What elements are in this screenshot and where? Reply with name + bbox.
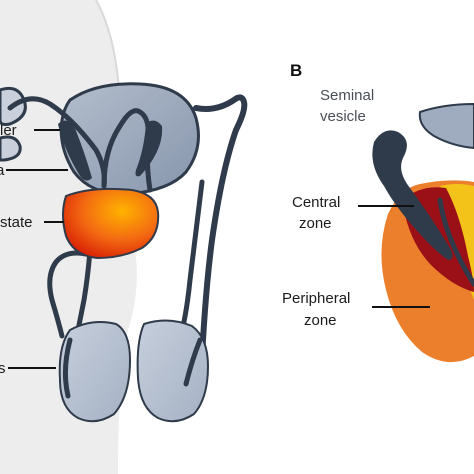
- urethra-b: [437, 197, 474, 287]
- prostate-label: state: [0, 214, 33, 231]
- testes-label: s: [0, 360, 6, 377]
- peripheral-zone-label-line2: zone: [304, 312, 337, 329]
- testis-left: [58, 321, 132, 423]
- seminal-vesicle: [372, 130, 453, 260]
- urethra-label: a: [0, 162, 5, 179]
- left-edge-organ-lower: [0, 135, 22, 162]
- epididymis-left: [62, 337, 73, 399]
- seminal-vesicle-label-line1: Seminal: [320, 87, 374, 104]
- bladder-label: ler: [0, 122, 17, 139]
- testis-right: [136, 319, 210, 423]
- right-cord-branch: [175, 179, 205, 349]
- peripheral-zone-label-line1: Peripheral: [282, 290, 350, 307]
- left-cord: [47, 250, 89, 339]
- panel-a: ler a state s: [0, 0, 248, 474]
- seminal-vesicle-label-line2: vesicle: [320, 108, 366, 125]
- central-zone-label-line1: Central: [292, 194, 340, 211]
- right-cord: [193, 94, 248, 403]
- panel-b-letter: B: [290, 61, 302, 80]
- panel-b: B Seminal vesicle Central zone Periphera…: [282, 61, 474, 363]
- central-zone-label-line2: zone: [299, 215, 332, 232]
- vas-deferens-right: [101, 108, 153, 193]
- seminal-vesicle-left: [58, 120, 92, 181]
- prostate: [62, 187, 160, 260]
- bladder-fragment: [418, 102, 474, 150]
- epididymis-right: [183, 337, 203, 387]
